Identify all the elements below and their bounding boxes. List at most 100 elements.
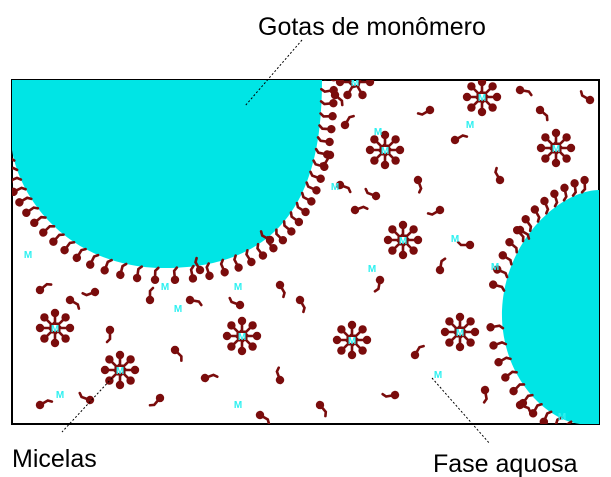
surfactant	[65, 295, 81, 310]
surfactant	[60, 240, 76, 255]
surfactant	[404, 235, 423, 245]
surfactant	[353, 63, 368, 81]
surfactant	[445, 317, 458, 334]
surfactant	[205, 262, 214, 281]
surfactant	[410, 344, 425, 360]
surfactant	[12, 176, 23, 186]
monomer-in-micelle: M	[351, 78, 359, 89]
surfactant	[318, 124, 336, 134]
surfactant	[477, 80, 487, 96]
surfactant	[462, 330, 475, 347]
surfactant	[467, 82, 480, 99]
surfactant	[456, 240, 475, 250]
surfactant	[498, 251, 513, 266]
surfactant	[560, 183, 569, 202]
surfactant	[515, 225, 531, 240]
surfactant	[319, 98, 338, 108]
surfactant	[380, 151, 390, 170]
monomer-label: M	[466, 120, 474, 131]
surfactant	[558, 146, 571, 163]
surfactant	[570, 179, 579, 197]
surfactant	[467, 99, 484, 112]
surfactant	[337, 342, 354, 355]
surfactant	[550, 189, 559, 208]
micelle: M	[222, 316, 262, 356]
micelle: M	[100, 350, 140, 390]
surfactant	[50, 308, 60, 327]
surfactant	[237, 337, 247, 356]
surfactant	[222, 331, 241, 341]
surfactant	[259, 230, 275, 245]
surfactant	[49, 233, 65, 246]
surfactant	[81, 287, 100, 297]
surfactant	[554, 133, 571, 146]
surfactant	[255, 410, 271, 424]
surfactant	[335, 180, 352, 194]
surfactant	[540, 196, 550, 215]
surfactant	[105, 355, 118, 372]
surfactant	[185, 295, 203, 307]
surfactant	[350, 205, 369, 215]
surfactant	[233, 254, 243, 272]
surfactant	[145, 286, 155, 305]
surfactant	[383, 235, 402, 245]
label-fase-aquosa: Fase aquosa	[433, 450, 578, 477]
monomer-label: M	[234, 282, 242, 293]
pointer-line-gotas	[244, 39, 303, 107]
surfactant	[426, 205, 445, 216]
surfactant	[515, 85, 533, 97]
surfactant	[228, 296, 245, 310]
surfactant	[405, 238, 418, 255]
surfactant	[72, 247, 87, 263]
surfactant	[337, 325, 350, 342]
surfactant	[300, 191, 316, 206]
surfactant	[295, 201, 310, 217]
surfactant	[541, 133, 554, 150]
monomer-label: M	[174, 304, 182, 315]
surfactant	[458, 317, 475, 330]
surfactant	[515, 400, 532, 414]
monomer-label: M	[374, 127, 382, 138]
monomer-in-micelle: M	[399, 236, 407, 247]
surfactant	[320, 150, 335, 166]
surfactant	[315, 400, 328, 418]
surfactant	[564, 420, 573, 424]
surfactant	[188, 264, 198, 283]
surfactant	[388, 225, 401, 242]
surfactant	[401, 225, 418, 238]
surfactant	[116, 262, 128, 280]
surfactant	[501, 370, 518, 382]
surfactant	[170, 266, 180, 285]
micelle: M	[35, 308, 75, 348]
pointer-line-fase	[431, 377, 491, 445]
micelle: M	[383, 220, 423, 260]
micelles: M M M M M M M M M M	[35, 63, 576, 390]
monomer-label: M	[331, 182, 339, 193]
surfactant	[489, 340, 508, 350]
monomer-label: M	[434, 370, 442, 381]
surfactant	[227, 338, 244, 351]
surfactant	[488, 280, 506, 292]
monomer-in-micelle: M	[552, 144, 560, 155]
surfactant	[553, 416, 563, 424]
surfactant	[22, 206, 40, 217]
surfactant	[347, 341, 357, 360]
surfactant	[536, 143, 555, 153]
surfactant	[115, 350, 125, 369]
surfactant	[386, 145, 405, 155]
surfactant	[132, 265, 144, 283]
surfactant	[150, 266, 160, 284]
surfactant	[12, 156, 16, 162]
monomer-label: M	[368, 264, 376, 275]
surfactant	[541, 150, 558, 163]
surfactant	[78, 391, 95, 405]
surfactant	[398, 241, 408, 260]
surfactant	[461, 327, 480, 337]
surfactant	[343, 84, 358, 100]
surfactant	[200, 373, 219, 383]
surfactant	[416, 105, 435, 116]
monomer-in-micelle: M	[51, 324, 59, 335]
monomer-label: M	[558, 412, 566, 423]
surfactant	[309, 170, 325, 183]
surfactant	[539, 410, 553, 424]
